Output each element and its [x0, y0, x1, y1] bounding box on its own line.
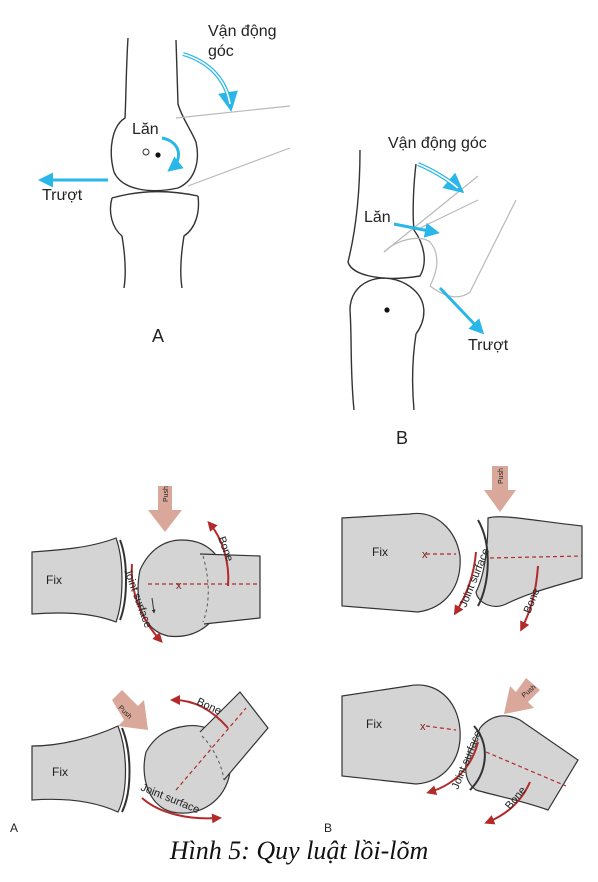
glide-label: Trượt [42, 187, 83, 204]
figure-caption: Hình 5: Quy luật lồi-lõm [169, 836, 429, 865]
joint-surface-arrow-b2 [426, 741, 479, 796]
fix-label-b: Fix [372, 545, 388, 559]
moving-bone-b [475, 516, 583, 607]
bone-direction-arrow-2 [170, 695, 229, 729]
tibia-outline [109, 191, 200, 289]
fix-label-2: Fix [52, 765, 68, 779]
fix-bone [31, 537, 123, 623]
bone-direction-arrow-b2 [484, 781, 531, 825]
fix-label-b2: Fix [366, 717, 382, 731]
panel-letter-b: B [396, 428, 408, 448]
push-arrow-2 [112, 690, 148, 730]
femur-outline [110, 37, 199, 192]
angular-motion-arrow [182, 52, 238, 112]
push-arrow-b2 [504, 678, 540, 714]
bottom-letter-a: A [10, 821, 18, 835]
roll-label-b: Lăn [364, 209, 391, 226]
bottom-b-lower: x Push Fix Joint surface Bone B [324, 678, 579, 835]
glide-arrow-b [438, 286, 485, 335]
svg-text:x: x [420, 721, 426, 733]
svg-text:x: x [176, 580, 182, 592]
lower-bone-outline [349, 277, 425, 411]
bone-direction-arrow [207, 520, 230, 587]
bone-direction-arrow-b [520, 565, 539, 632]
fix-label: Fix [46, 573, 62, 587]
panel-letter-a: A [152, 326, 164, 346]
roll-label: Lăn [132, 121, 159, 138]
bottom-letter-b: B [324, 821, 332, 835]
joint-surface-arrow [130, 563, 163, 643]
angular-motion-arrow-b [417, 162, 465, 194]
rotation-center-open [142, 148, 150, 156]
push-arrow-b [484, 466, 516, 512]
roll-arrow-b [393, 222, 440, 238]
fix-bone-2 [31, 725, 127, 813]
push-label-b: Push [498, 468, 505, 484]
push-label: Push [163, 486, 170, 502]
bone-label-2: Bone [195, 696, 223, 718]
joint-surface-arrow-2 [141, 797, 222, 824]
rotation-center-b [384, 307, 390, 313]
angular-motion-label-line2: góc [208, 43, 234, 60]
top-panel-b: Vận động góc Lăn Trượt B [347, 135, 517, 448]
push-arrow [148, 486, 182, 532]
lower-leg-outline [175, 105, 291, 187]
fix-bone-b2 [341, 684, 461, 785]
bottom-a-lower: Push Fix Bone Joint surface A [10, 690, 269, 835]
top-panel-a: Vận động góc Lăn Trượt A [38, 23, 291, 346]
roll-arrow [161, 136, 184, 172]
fix-bone-b [341, 512, 461, 613]
joint-surface-arrow-b [453, 551, 477, 616]
svg-text:x: x [422, 549, 428, 561]
bottom-b-upper: x Push Fix Joint surface Bone [341, 466, 583, 632]
angular-motion-label-b: Vận động góc [388, 135, 487, 152]
angular-motion-label-line1: Vận động [208, 23, 277, 40]
upper-bone-outline [347, 149, 425, 279]
glide-label-b: Trượt [468, 337, 509, 354]
bottom-a-upper: x Push Fix Bone Joint surface [31, 486, 261, 643]
rotation-center [155, 152, 161, 158]
